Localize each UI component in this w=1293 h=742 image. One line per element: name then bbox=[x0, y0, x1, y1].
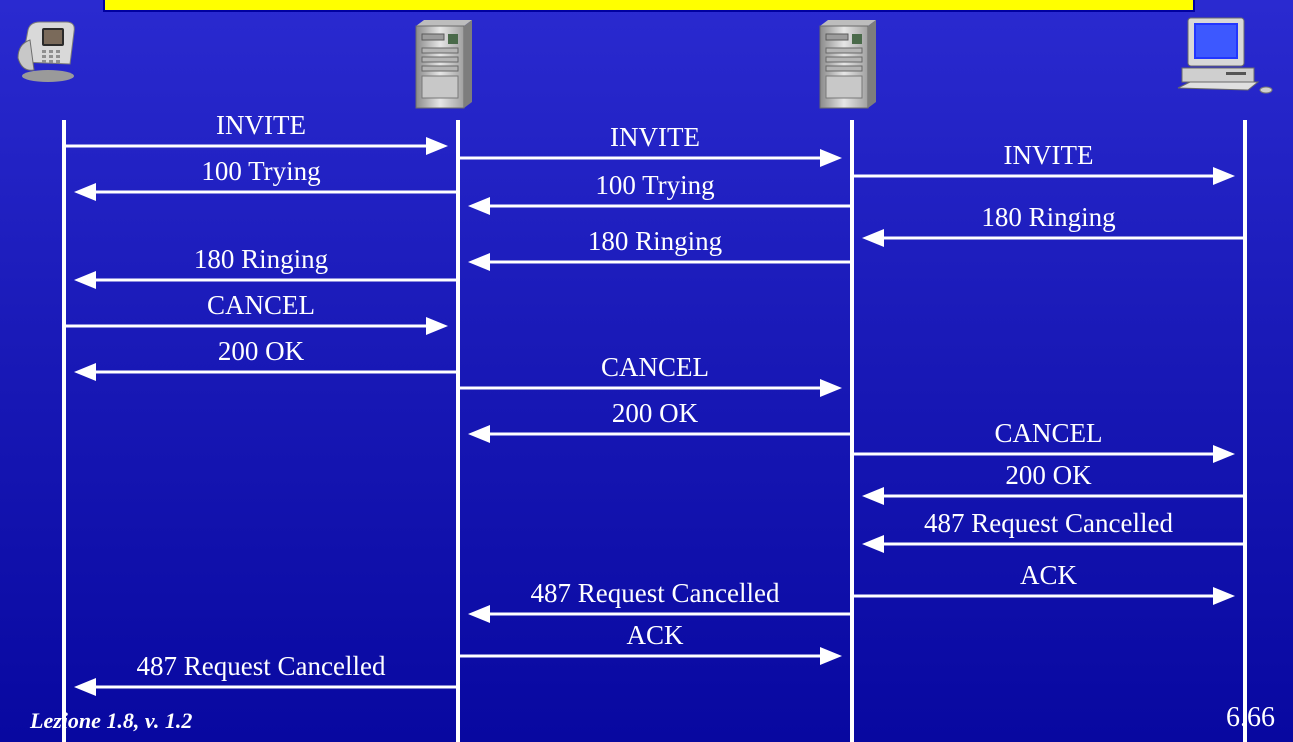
message-arrow bbox=[460, 379, 842, 397]
server-tower-icon bbox=[819, 20, 876, 109]
footer-lesson-label: Lezione 1.8, v. 1.2 bbox=[30, 708, 193, 733]
message-arrow bbox=[862, 487, 1243, 505]
message-arrow bbox=[468, 425, 850, 443]
message-arrow bbox=[468, 253, 850, 271]
desktop-computer-icon bbox=[1177, 17, 1273, 94]
message-arrow bbox=[74, 183, 456, 201]
server-tower-icon bbox=[415, 20, 472, 109]
message-label: INVITE bbox=[1003, 140, 1094, 170]
message-arrow bbox=[854, 167, 1235, 185]
message-arrow bbox=[66, 137, 448, 155]
message-arrow bbox=[468, 605, 850, 623]
message-arrow bbox=[854, 587, 1235, 605]
message-label: INVITE bbox=[610, 122, 700, 152]
message-arrow bbox=[66, 317, 448, 335]
footer-page-number: 6.66 bbox=[1226, 702, 1275, 733]
message-arrow bbox=[460, 647, 842, 665]
message-arrow bbox=[74, 271, 456, 289]
message-label: 200 OK bbox=[217, 336, 305, 366]
message-label: 180 Ringing bbox=[193, 244, 329, 274]
message-arrow bbox=[854, 445, 1235, 463]
message-arrow bbox=[74, 363, 456, 381]
message-arrow bbox=[460, 149, 842, 167]
message-label: 100 Trying bbox=[595, 170, 715, 200]
message-arrow bbox=[468, 197, 850, 215]
message-label: ACK bbox=[1019, 560, 1078, 590]
message-label: 487 Request Cancelled bbox=[530, 578, 780, 608]
message-label: 200 OK bbox=[611, 398, 699, 428]
message-arrow bbox=[862, 229, 1243, 247]
message-arrow bbox=[862, 535, 1243, 553]
message-label: 487 Request Cancelled bbox=[924, 508, 1173, 538]
message-label: 200 OK bbox=[1005, 460, 1092, 490]
message-label: 487 Request Cancelled bbox=[136, 651, 386, 681]
message-label: CANCEL bbox=[601, 352, 709, 382]
message-label: ACK bbox=[626, 620, 684, 650]
message-arrow bbox=[74, 678, 456, 696]
ip-phone-icon bbox=[17, 21, 75, 82]
title-bar bbox=[103, 0, 1195, 12]
message-label: 180 Ringing bbox=[587, 226, 723, 256]
message-label: INVITE bbox=[216, 110, 306, 140]
message-label: 100 Trying bbox=[201, 156, 321, 186]
message-label: CANCEL bbox=[207, 290, 315, 320]
message-label: 180 Ringing bbox=[981, 202, 1116, 232]
message-label: CANCEL bbox=[994, 418, 1103, 448]
